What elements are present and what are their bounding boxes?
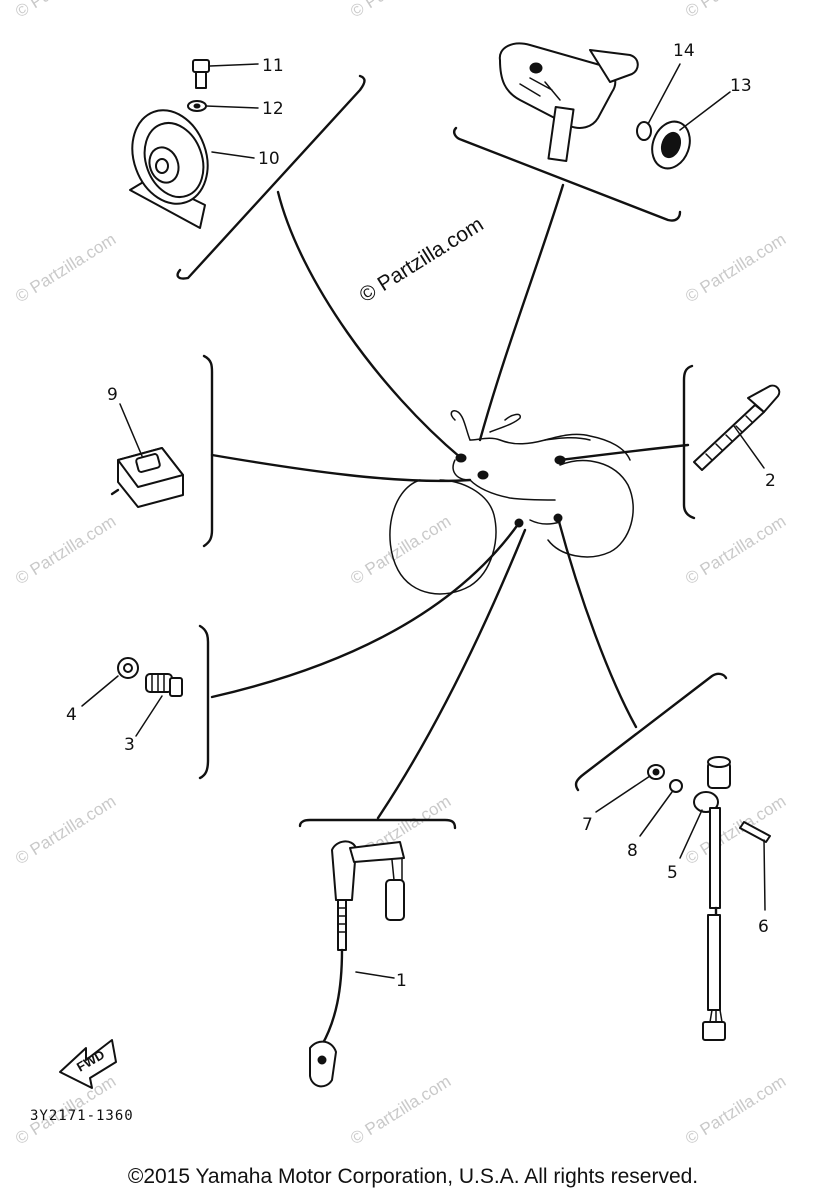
watermark-faint: © Partzilla.com [682, 1072, 789, 1149]
neutral-switch [117, 657, 183, 697]
leader-lines [210, 183, 690, 820]
callout-3: 3 [124, 735, 135, 755]
watermark-faint: © Partzilla.com [347, 0, 454, 21]
callout-5: 5 [667, 863, 678, 883]
cable-band [693, 384, 781, 471]
watermark-faint: © Partzilla.com [12, 0, 119, 21]
watermark-faint: © Partzilla.com [12, 792, 119, 869]
plug-cap-lead [309, 840, 405, 1088]
callout-13: 13 [730, 76, 752, 96]
callout-1: 1 [396, 971, 407, 991]
switch-bracket-assembly [498, 42, 691, 170]
callout-2: 2 [765, 471, 776, 491]
watermark-faint: © Partzilla.com [12, 230, 119, 307]
watermark-faint: © Partzilla.com [682, 512, 789, 589]
diagram-code: 3Y2171-1360 [30, 1108, 134, 1124]
copyright-notice: ©2015 Yamaha Motor Corporation, U.S.A. A… [127, 1165, 699, 1188]
motorcycle-outline [389, 409, 634, 595]
callout-6: 6 [758, 917, 769, 937]
callout-9: 9 [107, 385, 118, 405]
flasher-relay [110, 447, 184, 508]
watermark-faint: © Partzilla.com [682, 0, 789, 21]
callout-7: 7 [582, 815, 593, 835]
callouts: 11 12 10 14 13 9 2 4 3 1 7 8 5 6 [66, 41, 776, 991]
callout-12: 12 [262, 99, 284, 119]
callout-8: 8 [627, 841, 638, 861]
callout-14: 14 [673, 41, 695, 61]
watermark-main: © Partzilla.com [355, 213, 487, 307]
horn-assembly [129, 59, 210, 229]
watermark-faint: © Partzilla.com [682, 230, 789, 307]
watermark-faint: © Partzilla.com [347, 512, 454, 589]
callout-10: 10 [258, 149, 280, 169]
callout-4: 4 [66, 705, 77, 725]
callout-11: 11 [262, 56, 284, 76]
watermark-faint: © Partzilla.com [347, 1072, 454, 1149]
watermark-faint: © Partzilla.com [12, 512, 119, 589]
group-brackets [176, 74, 728, 830]
main-switch-assembly [647, 756, 771, 1041]
